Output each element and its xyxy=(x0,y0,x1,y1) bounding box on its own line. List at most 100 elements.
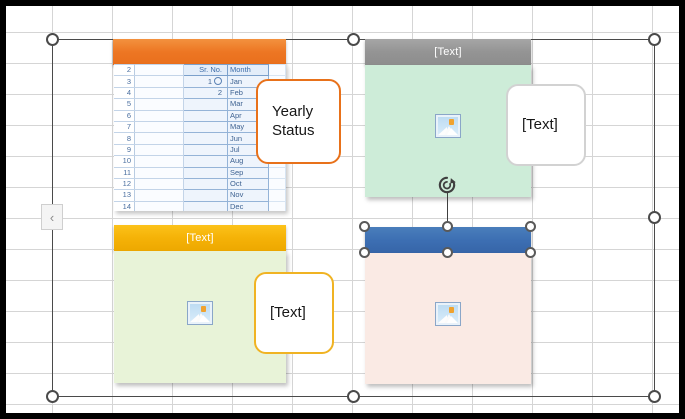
frame-handle-bottom-center[interactable] xyxy=(347,390,360,403)
blank-cell[interactable] xyxy=(134,132,184,145)
frame-handle-bottom-left[interactable] xyxy=(46,390,59,403)
sun-shape xyxy=(201,306,206,312)
table-row[interactable]: 12 Oct xyxy=(114,177,286,191)
table-row[interactable]: 11 Sep xyxy=(114,166,286,179)
shape-handle-bottom-center[interactable] xyxy=(442,247,453,258)
frame-handle-top-left[interactable] xyxy=(46,33,59,46)
srno-cell[interactable] xyxy=(183,177,228,191)
rotate-handle-stem xyxy=(447,192,448,234)
month-cell[interactable]: Oct xyxy=(227,177,269,191)
mountain-shape-left xyxy=(438,315,447,323)
blank-cell[interactable] xyxy=(134,64,184,77)
tail-cell[interactable] xyxy=(268,200,286,211)
row-header-cell[interactable]: 4 xyxy=(114,86,135,100)
table-row[interactable]: 13 Nov xyxy=(114,189,286,202)
tail-cell[interactable] xyxy=(268,177,286,191)
table-row[interactable]: 2 Sr. No.Month xyxy=(114,64,286,77)
blank-cell[interactable] xyxy=(134,189,184,202)
row-header-cell[interactable]: 14 xyxy=(114,200,135,211)
month-cell[interactable]: Sep xyxy=(227,166,269,179)
mountain-shape-right xyxy=(447,316,458,323)
image-placeholder-icon[interactable] xyxy=(435,302,461,326)
srno-cell[interactable] xyxy=(183,155,228,168)
blank-cell[interactable] xyxy=(134,177,184,191)
row-header-cell[interactable]: 2 xyxy=(114,64,135,77)
image-placeholder-inner xyxy=(438,117,458,135)
panel-top-left[interactable] xyxy=(113,39,286,211)
blank-cell[interactable] xyxy=(134,155,184,168)
tail-cell[interactable] xyxy=(268,166,286,179)
panel-bottom-left-header[interactable]: [Text] xyxy=(114,225,286,251)
month-cell[interactable]: Dec xyxy=(227,200,269,211)
srno-cell[interactable] xyxy=(183,120,228,134)
row-header-cell[interactable]: 7 xyxy=(114,120,135,134)
mountain-shape-right xyxy=(447,128,458,135)
panel-bottom-right-body[interactable] xyxy=(365,253,531,384)
blank-cell[interactable] xyxy=(134,109,184,122)
mountain-shape-left xyxy=(190,314,199,322)
blank-cell[interactable] xyxy=(134,120,184,134)
sun-shape xyxy=(449,119,454,125)
blank-cell[interactable] xyxy=(134,166,184,179)
image-placeholder-inner xyxy=(190,304,210,322)
tail-cell[interactable] xyxy=(268,64,286,77)
frame-handle-top-center[interactable] xyxy=(347,33,360,46)
blank-cell[interactable] xyxy=(134,143,184,157)
collapse-text-pane-button[interactable]: ‹ xyxy=(41,204,63,230)
cell-indicator-icon xyxy=(214,76,222,85)
row-header-cell[interactable]: 3 xyxy=(114,75,135,88)
shape-handle-top-right[interactable] xyxy=(525,221,536,232)
blank-cell[interactable] xyxy=(134,200,184,211)
panel-top-right[interactable]: [Text] xyxy=(365,39,531,197)
blank-cell[interactable] xyxy=(134,75,184,88)
row-header-cell[interactable]: 11 xyxy=(114,166,135,179)
rotate-handle-icon[interactable] xyxy=(436,174,458,196)
callout-bottom-left[interactable]: [Text] xyxy=(254,272,334,354)
frame-handle-top-right[interactable] xyxy=(648,33,661,46)
srno-cell[interactable]: Sr. No. xyxy=(183,64,228,77)
month-cell[interactable]: Nov xyxy=(227,189,269,202)
row-header-cell[interactable]: 5 xyxy=(114,98,135,111)
panel-top-right-body[interactable] xyxy=(365,65,531,197)
srno-cell[interactable] xyxy=(183,189,228,202)
tail-cell[interactable] xyxy=(268,189,286,202)
panel-top-left-header[interactable] xyxy=(113,39,286,65)
row-header-cell[interactable]: 8 xyxy=(114,132,135,145)
frame-handle-middle-right[interactable] xyxy=(648,211,661,224)
panel-top-right-header[interactable]: [Text] xyxy=(365,39,531,65)
frame-handle-bottom-right[interactable] xyxy=(648,390,661,403)
image-placeholder-inner xyxy=(438,305,458,323)
srno-cell[interactable] xyxy=(183,132,228,145)
srno-cell[interactable] xyxy=(183,200,228,211)
blank-cell[interactable] xyxy=(134,98,184,111)
mountain-shape-left xyxy=(438,127,447,135)
mountain-shape-right xyxy=(199,315,210,322)
srno-cell[interactable]: 2 xyxy=(183,86,228,100)
shape-handle-bottom-left[interactable] xyxy=(359,247,370,258)
srno-cell[interactable] xyxy=(183,109,228,122)
srno-cell[interactable]: 1 xyxy=(183,75,228,88)
srno-cell[interactable] xyxy=(183,98,228,111)
row-header-cell[interactable]: 13 xyxy=(114,189,135,202)
shape-handle-top-left[interactable] xyxy=(359,221,370,232)
blank-cell[interactable] xyxy=(134,86,184,100)
sun-shape xyxy=(449,307,454,313)
shape-handle-bottom-right[interactable] xyxy=(525,247,536,258)
callout-yearly-status[interactable]: Yearly Status xyxy=(256,79,341,164)
callout-top-right[interactable]: [Text] xyxy=(506,84,586,166)
row-header-cell[interactable]: 10 xyxy=(114,155,135,168)
srno-cell[interactable] xyxy=(183,143,228,157)
row-header-cell[interactable]: 12 xyxy=(114,177,135,191)
image-placeholder-icon[interactable] xyxy=(187,301,213,325)
month-cell[interactable]: Month xyxy=(227,64,269,77)
shape-handle-top-center[interactable] xyxy=(442,221,453,232)
image-placeholder-icon[interactable] xyxy=(435,114,461,138)
row-header-cell[interactable]: 9 xyxy=(114,143,135,157)
chevron-left-icon: ‹ xyxy=(49,209,55,225)
srno-cell[interactable] xyxy=(183,166,228,179)
table-row[interactable]: 14 Dec xyxy=(114,200,286,211)
row-header-cell[interactable]: 6 xyxy=(114,109,135,122)
